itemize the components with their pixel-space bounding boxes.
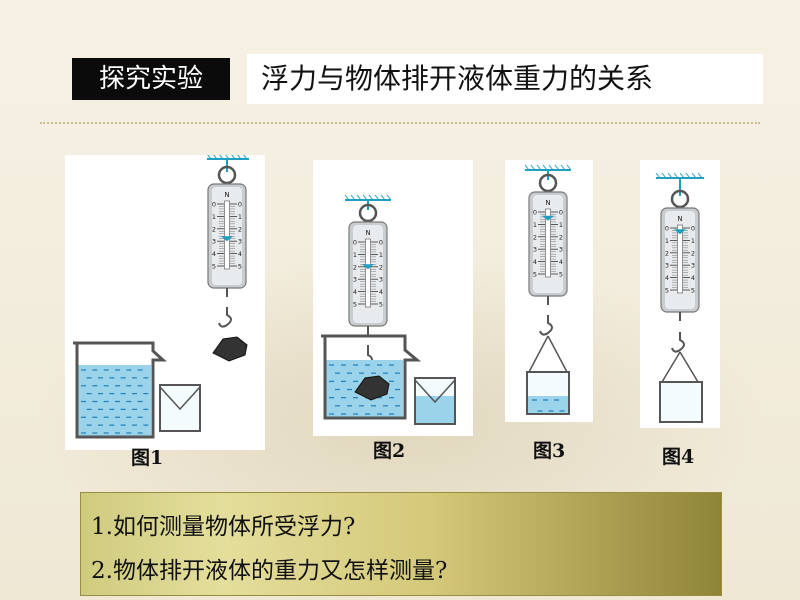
scale-tick-label: 1 xyxy=(353,251,357,259)
scale-tick-label: 1 xyxy=(533,221,537,229)
scale-tick-label: 4 xyxy=(238,250,242,258)
question-1: 1.如何测量物体所受浮力? xyxy=(91,514,356,540)
scale-tick-label: 0 xyxy=(665,225,669,233)
scale-tick-label: 4 xyxy=(212,250,216,258)
figure-3-label: 图3 xyxy=(533,440,566,462)
catch-beaker xyxy=(159,384,201,432)
scale-tick-label: 2 xyxy=(691,249,695,257)
ceiling-mount xyxy=(524,164,572,180)
scale-tick-label: 1 xyxy=(691,237,695,245)
hook-icon xyxy=(218,307,232,328)
scale-tick-label: 0 xyxy=(238,201,242,209)
scale-tick-label: 3 xyxy=(353,276,357,284)
scale-tick-label: 4 xyxy=(533,258,537,266)
scale-tick-label: 0 xyxy=(559,209,563,217)
question-2: 2.物体排开液体的重力又怎样测量? xyxy=(91,558,448,584)
scale-tick-label: 1 xyxy=(238,213,242,221)
figure-1-label: 图1 xyxy=(131,447,164,469)
scale-tick-label: 1 xyxy=(559,221,563,229)
scale-unit-label: N xyxy=(545,199,550,207)
scale-tick-label: 2 xyxy=(238,225,242,233)
scale-tick-label: 2 xyxy=(212,225,216,233)
decorative-divider xyxy=(40,122,760,124)
scale-unit-label: N xyxy=(677,215,682,223)
scale-tick-label: 1 xyxy=(665,237,669,245)
scale-tick-label: 1 xyxy=(212,213,216,221)
scale-tick-label: 4 xyxy=(353,288,357,296)
empty-catch-beaker xyxy=(659,381,703,423)
scale-tick-label: 4 xyxy=(665,274,669,282)
ceiling-mount xyxy=(344,194,392,210)
scale-tick-label: 0 xyxy=(353,239,357,247)
experiment-tag: 探究实验 xyxy=(72,58,230,100)
stone-object xyxy=(354,375,390,401)
scale-tick-label: 5 xyxy=(353,301,357,309)
scale-tick-label: 2 xyxy=(533,233,537,241)
scale-tick-label: 2 xyxy=(353,263,357,271)
scale-tick-label: 5 xyxy=(665,287,669,295)
scale-tick-label: 3 xyxy=(379,276,383,284)
scale-tick-label: 3 xyxy=(691,262,695,270)
scale-tick-label: 0 xyxy=(212,201,216,209)
scale-tick-label: 0 xyxy=(379,239,383,247)
scale-unit-label: N xyxy=(224,191,229,199)
scale-tick-label: 0 xyxy=(691,225,695,233)
scale-tick-label: 3 xyxy=(559,246,563,254)
ceiling-mount xyxy=(207,155,249,172)
slide-title: 浮力与物体排开液体重力的关系 xyxy=(247,54,763,104)
scale-tick-label: 3 xyxy=(665,262,669,270)
scale-tick-label: 3 xyxy=(212,238,216,246)
hook-icon xyxy=(539,315,553,336)
catch-beaker xyxy=(414,377,456,425)
scale-tick-label: 4 xyxy=(559,258,563,266)
figure-4-label: 图4 xyxy=(662,446,695,468)
scale-tick-label: 2 xyxy=(559,233,563,241)
scale-tick-label: 5 xyxy=(691,287,695,295)
overflow-beaker xyxy=(73,341,167,439)
scale-tick-label: 0 xyxy=(533,209,537,217)
scale-tick-label: 1 xyxy=(379,251,383,259)
scale-tick-label: 5 xyxy=(559,271,563,279)
overflow-beaker xyxy=(321,334,422,420)
scale-tick-label: 4 xyxy=(379,288,383,296)
scale-tick-label: 5 xyxy=(379,301,383,309)
scale-tick-label: 2 xyxy=(379,263,383,271)
figure-2-label: 图2 xyxy=(373,440,406,462)
catch-beaker xyxy=(526,371,570,415)
scale-tick-label: 3 xyxy=(238,238,242,246)
scale-unit-label: N xyxy=(365,229,370,237)
hook-icon xyxy=(671,332,685,353)
scale-tick-label: 3 xyxy=(533,246,537,254)
scale-tick-label: 4 xyxy=(691,274,695,282)
scale-tick-label: 5 xyxy=(238,263,242,271)
stone-object xyxy=(212,336,248,362)
scale-tick-label: 2 xyxy=(665,249,669,257)
ceiling-mount xyxy=(655,172,704,196)
scale-tick-label: 5 xyxy=(212,263,216,271)
scale-tick-label: 5 xyxy=(533,271,537,279)
question-box: 1.如何测量物体所受浮力? 2.物体排开液体的重力又怎样测量? xyxy=(80,492,722,596)
